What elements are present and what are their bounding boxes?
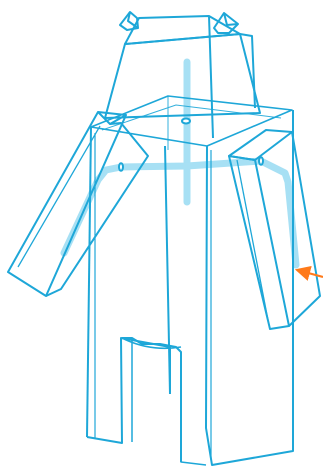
head-crease (209, 16, 213, 138)
right-shoulder-joint (259, 157, 263, 165)
rig-skeleton (64, 62, 296, 265)
torso-front-left-edge (87, 127, 91, 437)
torso-top-face (91, 96, 292, 146)
leg-gap (122, 338, 181, 462)
head-joint (182, 119, 190, 124)
right-arm-top (229, 130, 292, 160)
robot-legs (122, 338, 206, 465)
left-arm-back (46, 123, 148, 296)
left-arm-front (8, 112, 126, 296)
left-shoulder-joint (119, 163, 123, 171)
torso-bottom-left (87, 338, 170, 443)
right-arm-inner (237, 160, 268, 320)
orange-pointer-arrow (297, 270, 323, 277)
right-arm-front (229, 156, 289, 329)
leg-right (181, 362, 206, 465)
robot-left-arm (8, 112, 148, 296)
